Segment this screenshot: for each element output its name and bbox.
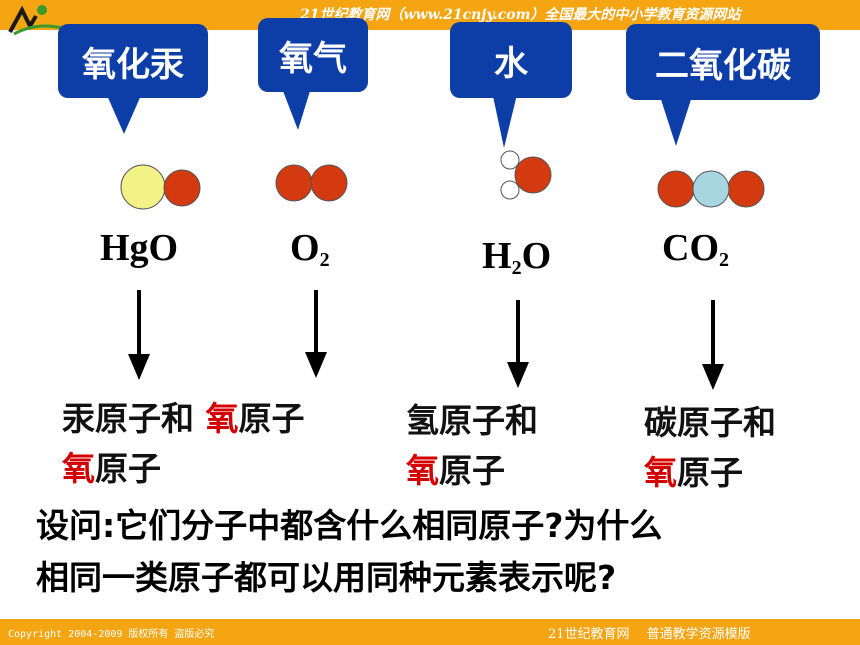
- formula-text: CO: [662, 227, 719, 269]
- atoms-text: 原子: [439, 451, 505, 490]
- arrow-down-icon: [702, 300, 724, 390]
- atoms-text: 碳原子和: [644, 403, 776, 442]
- atoms-water: 氢原子和 氧原子: [406, 396, 538, 496]
- atoms-text: 氢原子和: [406, 401, 538, 440]
- oxygen-atom: [657, 170, 695, 208]
- formula-subscript: 2: [511, 257, 522, 279]
- callout-tail: [490, 82, 520, 148]
- callout-carbon-dioxide: 二氧化碳: [626, 24, 820, 148]
- header-banner-text: 21世纪教育网（www.21cnjy.com）全国最大的中小学教育资源网站: [300, 7, 741, 23]
- atoms-text: 原子: [95, 449, 161, 488]
- arrow-down-icon: [305, 290, 327, 378]
- callout-label: 水: [450, 22, 572, 98]
- oxygen-atom: [310, 164, 348, 202]
- oxygen-highlight: 氧: [644, 453, 677, 492]
- atoms-mercury-oxide: 汞原子和 氧原子 氧原子: [62, 394, 305, 494]
- question-text: 设问:它们分子中都含什么相同原子?为什么 相同一类原子都可以用同种元素表示呢?: [36, 500, 662, 604]
- hydrogen-atom: [500, 150, 520, 170]
- oxygen-highlight: 氧: [406, 451, 439, 490]
- atoms-line: 氧原子: [406, 446, 538, 496]
- arrow-down-icon: [507, 300, 529, 388]
- oxygen-atom: [514, 156, 552, 194]
- formula-water: H2O: [482, 234, 551, 280]
- callout-water: 水: [450, 22, 572, 150]
- callout-mercury-oxide: 氧化汞: [58, 24, 208, 136]
- arrow-down-icon: [128, 290, 150, 380]
- oxygen-highlight: 氧: [205, 399, 239, 438]
- mercury-atom: [120, 164, 166, 210]
- atoms-text: 原子: [238, 399, 305, 438]
- atoms-line: 汞原子和 氧原子: [62, 394, 305, 444]
- formula-oxygen: O2: [290, 226, 330, 272]
- callout-oxygen: 氧气: [258, 18, 368, 132]
- atoms-text: 原子: [677, 453, 743, 492]
- molecule-mercury-oxide: [120, 164, 201, 210]
- carbon-atom: [692, 170, 730, 208]
- formula-subscript: 2: [319, 249, 330, 271]
- footer-bar: Copyright 2004-2009 版权所有 盗版必究 21世纪教育网 普通…: [0, 619, 860, 645]
- formula-subscript: 2: [719, 249, 729, 271]
- formula-carbon-dioxide: CO2: [662, 226, 729, 272]
- callout-label: 氧化汞: [58, 24, 208, 98]
- footer-site-name: 21世纪教育网 普通教学资源模版: [548, 627, 751, 642]
- site-logo-icon: [8, 5, 63, 36]
- formula-text: H: [482, 235, 512, 277]
- question-line-2: 相同一类原子都可以用同种元素表示呢?: [36, 558, 617, 597]
- molecule-water: [500, 150, 552, 200]
- atoms-text: 汞原子和: [62, 399, 194, 438]
- atoms-line: 氧原子: [644, 448, 776, 498]
- atoms-carbon-dioxide: 碳原子和 氧原子: [644, 398, 776, 498]
- oxygen-atom: [163, 169, 201, 207]
- callout-label: 氧气: [258, 18, 368, 92]
- oxygen-atom: [727, 170, 765, 208]
- formula-tail: O: [521, 235, 552, 277]
- hydrogen-atom: [500, 180, 520, 200]
- callout-label: 二氧化碳: [626, 24, 820, 100]
- formula-text: HgO: [100, 227, 179, 269]
- oxygen-atom: [275, 164, 313, 202]
- formula-mercury-oxide: HgO: [100, 226, 178, 270]
- formula-text: O: [290, 227, 320, 269]
- question-line-1: 设问:它们分子中都含什么相同原子?为什么: [36, 506, 663, 545]
- footer-copyright: Copyright 2004-2009 版权所有 盗版必究: [8, 629, 215, 640]
- molecule-carbon-dioxide: [657, 170, 765, 208]
- oxygen-highlight: 氧: [62, 449, 95, 488]
- atoms-line: 氧原子: [62, 444, 305, 494]
- molecule-oxygen: [275, 164, 348, 202]
